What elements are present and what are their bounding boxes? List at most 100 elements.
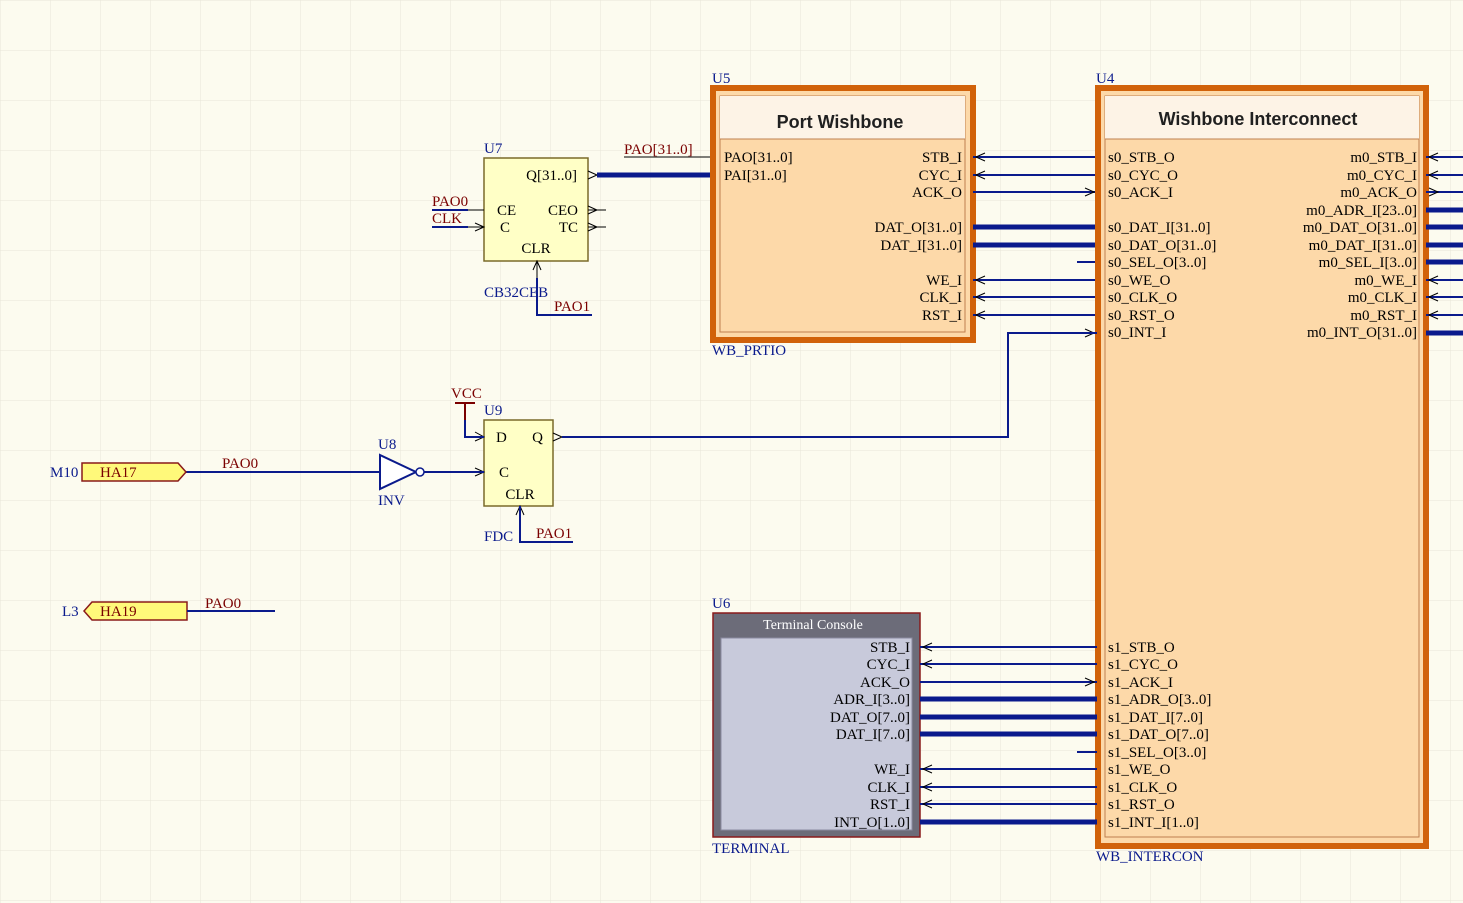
u6-pin-ack-o: ACK_O (860, 675, 910, 691)
u4-title: Wishbone Interconnect (1159, 109, 1358, 129)
u4-pin-s1-rst-o: s1_RST_O (1108, 797, 1175, 813)
u7-pin-tc: TC (559, 220, 578, 236)
u6-pin-dat-o: DAT_O[7..0] (830, 710, 910, 726)
net-label-pao0-ha19: PAO0 (205, 596, 241, 612)
u4-pin-s1-stb-o: s1_STB_O (1108, 640, 1175, 656)
u7-pin-c: C (500, 220, 510, 236)
u5-pin-dat-i: DAT_I[31..0] (880, 238, 962, 254)
u4-pin-s0-stb-o: s0_STB_O (1108, 150, 1175, 166)
u5-designator: U5 (712, 71, 730, 87)
u7-designator: U7 (484, 141, 503, 157)
u4-pin-s0-dat-i: s0_DAT_I[31..0] (1108, 220, 1211, 236)
u4-pin-s1-dat-i: s1_DAT_I[7..0] (1108, 710, 1203, 726)
u5-pin-rst-i: RST_I (922, 308, 962, 324)
net-label-vcc: VCC (451, 386, 482, 402)
component-u6[interactable]: Terminal Console U6 TERMINAL STB_I CYC_I… (712, 596, 921, 857)
port-ha19-pin: L3 (62, 604, 79, 620)
u4-pin-s0-rst-o: s0_RST_O (1108, 308, 1175, 324)
u4-pin-s1-adr-o: s1_ADR_O[3..0] (1108, 692, 1211, 708)
u8-footer: INV (378, 493, 405, 509)
u5-pin-dat-o: DAT_O[31..0] (875, 220, 963, 236)
u6-pin-cyc-i: CYC_I (867, 657, 910, 673)
wires-u4-m0 (1426, 152, 1463, 336)
u5-pin-clk-i: CLK_I (920, 290, 963, 306)
u4-pin-s0-sel-o: s0_SEL_O[3..0] (1108, 255, 1206, 271)
net-label-pao1-u7: PAO1 (554, 299, 590, 315)
u4-pin-s0-int-i: s0_INT_I (1108, 325, 1166, 341)
u4-pin-m0-rst-i: m0_RST_I (1350, 308, 1417, 324)
net-label-pao0-u7: PAO0 (432, 194, 468, 210)
u4-pin-s0-we-o: s0_WE_O (1108, 273, 1171, 289)
u4-pin-s1-sel-o: s1_SEL_O[3..0] (1108, 745, 1206, 761)
u9-pin-q: Q (532, 430, 543, 446)
u9-footer: FDC (484, 529, 513, 545)
component-u5[interactable]: Port Wishbone U5 WB_PRTIO PAO[31..0] PAI… (710, 71, 976, 359)
u5-title: Port Wishbone (777, 112, 904, 132)
component-u9[interactable]: U9 D Q C CLR FDC (474, 403, 564, 545)
u5-pin-cyc-i: CYC_I (919, 168, 962, 184)
u4-pin-m0-we-i: m0_WE_I (1355, 273, 1417, 289)
u8-designator: U8 (378, 437, 396, 453)
u6-pin-dat-i: DAT_I[7..0] (836, 727, 910, 743)
u4-designator: U4 (1096, 71, 1115, 87)
u6-pin-clk-i: CLK_I (868, 780, 911, 796)
u4-pin-m0-stb-i: m0_STB_I (1350, 150, 1417, 166)
wires-u5-u4 (973, 152, 1097, 338)
u4-pin-s0-clk-o: s0_CLK_O (1108, 290, 1177, 306)
component-u4[interactable]: Wishbone Interconnect U4 WB_INTERCON s0_… (1095, 71, 1429, 865)
u6-pin-stb-i: STB_I (870, 640, 910, 656)
u4-pin-s1-dat-o: s1_DAT_O[7..0] (1108, 727, 1209, 743)
u6-pin-we-i: WE_I (874, 762, 910, 778)
u6-designator: U6 (712, 596, 731, 612)
u5-pin-ack-o: ACK_O (912, 185, 962, 201)
u6-title: Terminal Console (763, 618, 863, 633)
net-label-pao0-ha17: PAO0 (222, 456, 258, 472)
u9-pin-c: C (499, 465, 509, 481)
wires-u6-u4 (920, 642, 1097, 825)
u6-pin-adr-i: ADR_I[3..0] (833, 692, 910, 708)
u6-footer: TERMINAL (712, 841, 790, 857)
u4-pin-s1-cyc-o: s1_CYC_O (1108, 657, 1178, 673)
component-u7[interactable]: U7 Q[31..0] CE C CEO TC CLR CB32CEB (468, 141, 606, 301)
u4-pin-m0-ack-o: m0_ACK_O (1340, 185, 1417, 201)
u4-pin-s1-clk-o: s1_CLK_O (1108, 780, 1177, 796)
u5-pin-pao: PAO[31..0] (724, 150, 793, 166)
u4-pin-s0-cyc-o: s0_CYC_O (1108, 168, 1178, 184)
u7-pin-q: Q[31..0] (526, 168, 577, 184)
port-ha19[interactable]: L3 HA19 (62, 601, 188, 621)
u4-pin-s1-int-i: s1_INT_I[1..0] (1108, 815, 1199, 831)
u4-pin-m0-clk-i: m0_CLK_I (1348, 290, 1417, 306)
u5-pin-pai: PAI[31..0] (724, 168, 787, 184)
net-label-clk: CLK (432, 211, 462, 227)
u9-designator: U9 (484, 403, 502, 419)
port-ha17-pin: M10 (50, 465, 78, 481)
port-ha19-name: HA19 (100, 604, 137, 620)
u4-pin-m0-dat-i: m0_DAT_I[31..0] (1309, 238, 1417, 254)
u6-pin-int-o: INT_O[1..0] (834, 815, 910, 831)
u7-footer: CB32CEB (484, 285, 548, 301)
u4-pin-m0-adr-i: m0_ADR_I[23..0] (1306, 203, 1417, 219)
net-label-pao-bus: PAO[31..0] (624, 142, 693, 158)
u9-pin-d: D (496, 430, 507, 446)
u4-pin-m0-sel-i: m0_SEL_I[3..0] (1319, 255, 1417, 271)
u4-pin-m0-dat-o: m0_DAT_O[31..0] (1303, 220, 1417, 236)
u5-footer: WB_PRTIO (712, 343, 786, 359)
u9-pin-clr: CLR (505, 487, 534, 503)
u5-pin-stb-i: STB_I (922, 150, 962, 166)
u4-footer: WB_INTERCON (1096, 849, 1204, 865)
port-ha17-name: HA17 (100, 465, 137, 481)
u7-pin-ceo: CEO (548, 203, 578, 219)
u4-pin-m0-int-o: m0_INT_O[31..0] (1307, 325, 1417, 341)
port-ha17[interactable]: M10 HA17 (50, 462, 188, 482)
u4-pin-s0-ack-i: s0_ACK_I (1108, 185, 1173, 201)
net-label-pao1-u9: PAO1 (536, 526, 572, 542)
u4-pin-s0-dat-o: s0_DAT_O[31..0] (1108, 238, 1216, 254)
u6-pin-rst-i: RST_I (870, 797, 910, 813)
u4-pin-s1-ack-i: s1_ACK_I (1108, 675, 1173, 691)
u4-pin-s1-we-o: s1_WE_O (1108, 762, 1171, 778)
u7-pin-clr: CLR (521, 241, 550, 257)
u5-pin-we-i: WE_I (926, 273, 962, 289)
u7-pin-ce: CE (497, 203, 516, 219)
u4-pin-m0-cyc-i: m0_CYC_I (1347, 168, 1417, 184)
